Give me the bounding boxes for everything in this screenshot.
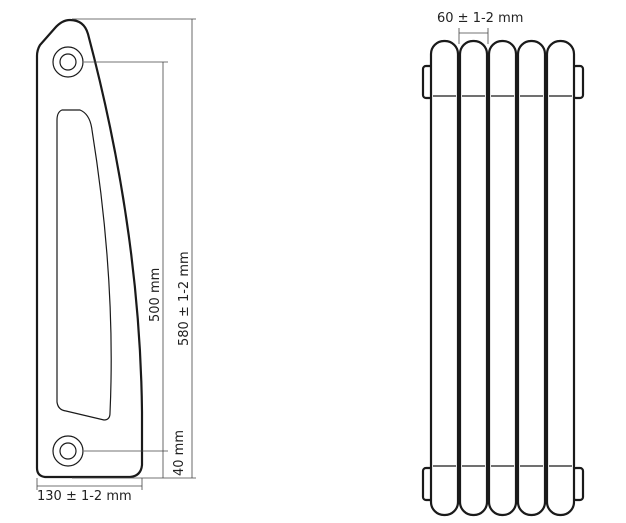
front-view: 60 ± 1-2 mm	[421, 11, 585, 517]
axis-distance-label: 500 mm	[148, 268, 163, 322]
radiator-section	[429, 39, 460, 517]
width-label: 130 ± 1-2 mm	[37, 489, 132, 504]
radiator-section	[487, 39, 518, 517]
bottom-offset-label: 40 mm	[172, 430, 187, 476]
side-view-outline	[35, 18, 144, 479]
radiator-section	[545, 39, 576, 517]
pitch-label: 60 ± 1-2 mm	[437, 11, 523, 26]
side-view-window	[56, 109, 112, 421]
bottom-connection	[52, 435, 84, 467]
radiator-section	[458, 39, 489, 517]
height-label: 580 ± 1-2 mm	[177, 251, 192, 346]
radiator-section	[516, 39, 547, 517]
side-view: 130 ± 1-2 mm 500 mm 580 ± 1-2 mm 40 mm	[35, 18, 196, 504]
top-connection	[52, 46, 84, 78]
